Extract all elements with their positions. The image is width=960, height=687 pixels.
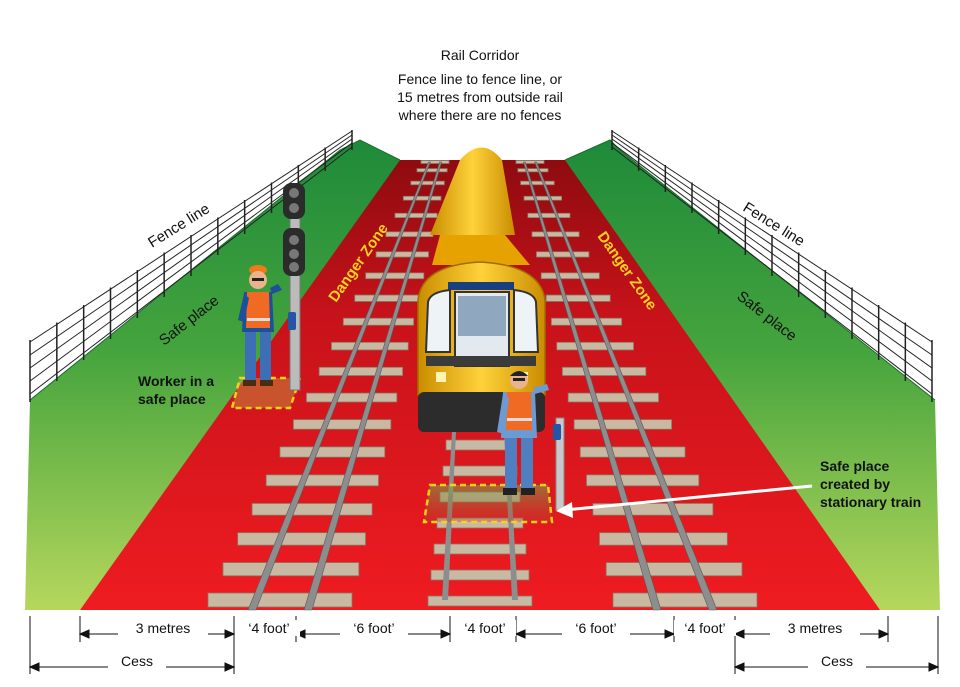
- dim-arrow-left-3m-head-left: [78, 629, 90, 639]
- dim-arrow-six-foot-2-head-left: [514, 629, 526, 639]
- sleeper: [433, 543, 527, 555]
- sleeper: [612, 592, 758, 608]
- dim-arrow-cess-left-head-right: [224, 662, 236, 672]
- fence-wire: [29, 130, 353, 343]
- dim-four-foot-3: ‘4 foot’: [674, 620, 736, 636]
- sleeper: [342, 317, 415, 326]
- worker-right: [497, 371, 549, 495]
- dim-cess-right: Cess: [808, 653, 866, 669]
- dim-arrow-cess-right-head-left: [733, 662, 745, 672]
- sleeper: [550, 317, 623, 326]
- signal-post: [283, 183, 305, 391]
- rail: [247, 161, 431, 611]
- sleeper: [279, 446, 386, 458]
- dim-arrow-six-foot-1-head-right: [440, 629, 452, 639]
- diagram-subtitle: Fence line to fence line, or 15 metres f…: [397, 71, 563, 123]
- sleeper: [567, 392, 659, 403]
- sleeper: [517, 168, 549, 173]
- sleeper: [523, 195, 563, 201]
- sleeper: [531, 231, 580, 238]
- sleeper: [416, 168, 448, 173]
- fence-right: [611, 130, 933, 402]
- train-safe-place-label: Safe place created by stationary train: [820, 458, 922, 510]
- fence-wire: [611, 130, 933, 343]
- sleeper: [237, 532, 366, 546]
- dim-four-foot-1: ‘4 foot’: [238, 620, 300, 636]
- worker-safe-place-label: Worker in a safe place: [138, 373, 214, 407]
- fence-line-label-right: Fence line: [740, 199, 808, 250]
- sleeper: [410, 180, 445, 186]
- dim-six-foot-2: ‘6 foot’: [562, 620, 630, 636]
- rail: [303, 161, 442, 611]
- sleeper: [420, 160, 450, 164]
- sleeper: [318, 366, 404, 376]
- sleeper: [599, 532, 728, 546]
- dim-arrow-right-3m-head-left: [733, 629, 745, 639]
- train-safe-place-arrow: [556, 484, 813, 518]
- sleeper: [354, 294, 420, 302]
- sleeper: [561, 366, 647, 376]
- fence-wire: [611, 134, 933, 356]
- sleeper: [579, 446, 686, 458]
- sleeper: [375, 251, 429, 258]
- sleeper: [445, 439, 515, 451]
- sleeper: [402, 195, 442, 201]
- dim-arrow-cess-right-head-right: [928, 662, 940, 672]
- dim-six-foot-1: ‘6 foot’: [340, 620, 408, 636]
- dim-arrow-left-3m-head-right: [224, 629, 236, 639]
- right-embankment: [565, 140, 940, 610]
- left-track: [207, 160, 450, 611]
- rail: [523, 161, 662, 611]
- dim-left-3-metres: 3 metres: [118, 620, 208, 636]
- fence-wire: [29, 138, 353, 369]
- dimension-lines: [28, 616, 940, 674]
- sleeper: [365, 272, 425, 280]
- rail: [534, 161, 718, 611]
- dim-arrow-cess-left-head-left: [28, 662, 40, 672]
- sleeper: [331, 341, 409, 351]
- sleeper: [527, 212, 571, 219]
- sleeper: [605, 562, 743, 577]
- sleeper: [385, 231, 434, 238]
- sleeper: [430, 569, 530, 581]
- sleeper: [545, 294, 611, 302]
- sleeper: [592, 503, 714, 516]
- tracks: [207, 160, 758, 611]
- sleeper: [520, 180, 555, 186]
- dim-arrow-right-3m-head-right: [878, 629, 890, 639]
- left-embankment: [25, 140, 400, 610]
- sleeper: [207, 592, 353, 608]
- fence-wire: [29, 134, 353, 356]
- fence-line-label-left: Fence line: [145, 200, 213, 251]
- worker-left: [238, 265, 282, 386]
- dim-arrow-six-foot-2-head-right: [664, 629, 676, 639]
- fence-wire: [611, 146, 933, 395]
- right-track: [515, 160, 758, 611]
- sleeper: [292, 419, 392, 430]
- diagram-title: Rail Corridor: [440, 47, 520, 63]
- sleeper: [586, 474, 700, 487]
- sleeper: [306, 392, 398, 403]
- dim-four-foot-2: ‘4 foot’: [454, 620, 516, 636]
- dim-cess-left: Cess: [108, 653, 166, 669]
- train-safe-place-box: [422, 483, 554, 524]
- sleeper: [536, 251, 590, 258]
- dim-right-3-metres: 3 metres: [770, 620, 860, 636]
- sleeper: [540, 272, 600, 280]
- sleeper: [556, 341, 634, 351]
- sleeper: [251, 503, 373, 516]
- sleeper: [222, 562, 360, 577]
- sleeper: [515, 160, 545, 164]
- fence-wire: [611, 138, 933, 369]
- sleeper: [265, 474, 379, 487]
- dim-arrow-six-foot-1-head-left: [294, 629, 306, 639]
- sleeper: [427, 595, 533, 607]
- fence-wire: [611, 142, 933, 382]
- sleeper: [573, 419, 673, 430]
- fence-wire: [29, 142, 353, 382]
- sleeper: [394, 212, 438, 219]
